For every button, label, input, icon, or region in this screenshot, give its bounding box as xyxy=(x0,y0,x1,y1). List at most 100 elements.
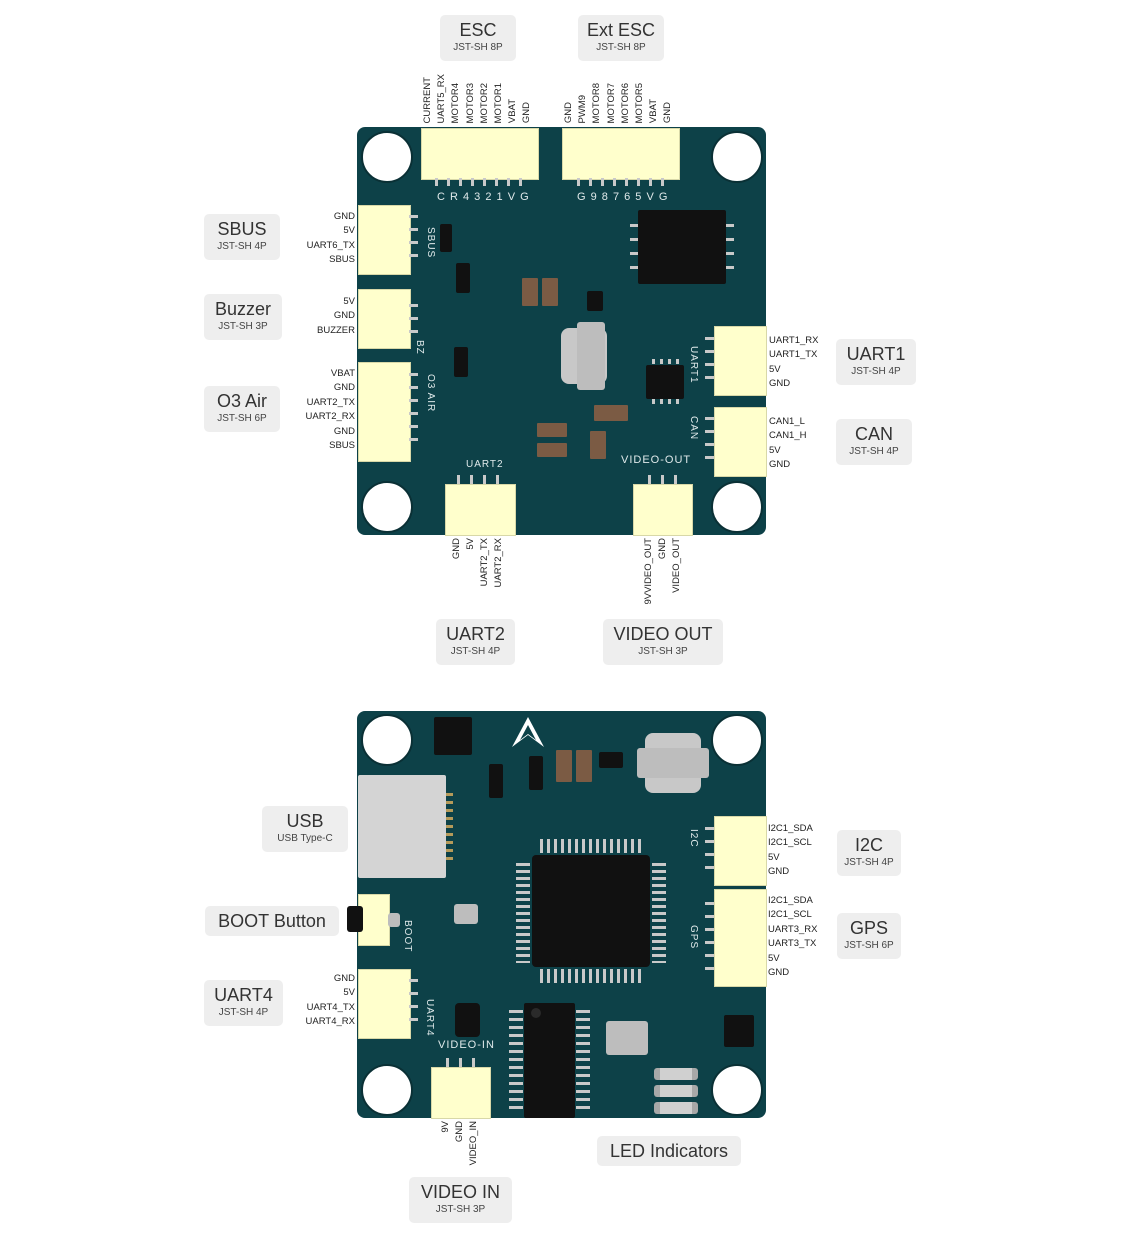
callout-title: UART1 xyxy=(846,344,906,364)
uart1-silk-label: UART1 xyxy=(688,346,699,384)
mount-hole xyxy=(711,131,763,183)
callout-title: SBUS xyxy=(217,219,267,239)
callout-title: CAN xyxy=(854,424,893,444)
ext-esc-pin-label: VBAT xyxy=(648,98,660,123)
callout-title: UART2 xyxy=(446,624,505,644)
led-callout: LED Indicators xyxy=(597,1136,741,1166)
callout-title: GPS xyxy=(849,918,888,938)
gps-silk-label: GPS xyxy=(688,925,699,950)
i2c-silk-label: I2C xyxy=(688,829,699,848)
video-in-pin-label: GND xyxy=(454,1121,465,1143)
boot-button[interactable] xyxy=(347,906,363,932)
uart2-pin-labels: GND 5V UART2_TX UART2_RX xyxy=(451,538,507,592)
mount-hole xyxy=(361,481,413,533)
esc-pin-label: VBAT xyxy=(507,98,519,123)
top-ic-chip xyxy=(638,210,726,284)
uart4-pin-labels: GND 5V UART4_TX UART4_RX xyxy=(280,972,355,1030)
uart1-callout: UART1 JST-SH 4P xyxy=(836,339,916,385)
callout-title: BOOT Button xyxy=(218,911,326,931)
inductor-cap xyxy=(577,322,605,390)
i2c-pin-label: I2C1_SDA xyxy=(768,823,813,834)
mount-hole xyxy=(361,714,413,766)
esc-pin-label: MOTOR2 xyxy=(478,82,490,123)
o3air-pin-label: VBAT xyxy=(330,368,355,379)
callout-title: ESC xyxy=(459,20,497,40)
o3air-callout: O3 Air JST-SH 6P xyxy=(204,386,280,432)
sbus-pin-label: UART6_TX xyxy=(306,239,355,251)
uart2-pin-label: 5V xyxy=(465,538,476,550)
video-in-callout: VIDEO IN JST-SH 3P xyxy=(409,1177,512,1223)
video-in-silk-label: VIDEO-IN xyxy=(438,1039,495,1051)
video-out-pin-label: GND xyxy=(657,538,668,560)
callout-subtitle: USB Type-C xyxy=(277,833,333,844)
buzzer-callout: Buzzer JST-SH 3P xyxy=(204,294,282,340)
buzzer-pin-label: 5V xyxy=(343,296,355,307)
o3air-pin-labels: VBAT GND UART2_TX UART2_RX GND SBUS xyxy=(280,367,355,453)
callout-subtitle: JST-SH 4P xyxy=(218,1007,269,1018)
callout-subtitle: JST-SH 3P xyxy=(638,646,688,657)
capacitor xyxy=(576,750,592,782)
video-out-pin-label: 9VVIDEO_OUT xyxy=(643,538,654,605)
ext-esc-pin-label: MOTOR5 xyxy=(633,82,645,123)
callout-subtitle: JST-SH 3P xyxy=(218,321,268,332)
transistor xyxy=(454,347,468,377)
gps-connector xyxy=(714,889,767,987)
uart1-pin-label: GND xyxy=(769,378,791,390)
callout-title: O3 Air xyxy=(216,391,268,411)
uart4-pin-label: GND xyxy=(333,973,355,984)
uart1-connector xyxy=(714,326,767,396)
gps-pin-label: UART3_TX xyxy=(768,938,817,950)
uart4-connector xyxy=(358,969,411,1039)
can-pin-label: CAN1_H xyxy=(769,430,807,442)
esc-silk-label: C R 4 3 2 1 V G xyxy=(437,191,530,203)
led-indicator xyxy=(654,1085,698,1097)
mcu-right-pins xyxy=(652,863,666,963)
sbus-pin-label: GND xyxy=(333,211,355,222)
gps-pin-label: UART3_RX xyxy=(768,923,818,935)
buzzer-pin-label: BUZZER xyxy=(317,324,355,336)
callout-title: VIDEO IN xyxy=(420,1182,500,1202)
capacitor xyxy=(537,443,567,457)
osd-chip xyxy=(524,1003,575,1118)
mount-hole xyxy=(361,131,413,183)
usb-callout: USB USB Type-C xyxy=(262,806,348,852)
gps-pin-label: I2C1_SDA xyxy=(768,895,813,906)
video-in-transistor xyxy=(455,1003,480,1037)
capacitor xyxy=(537,423,567,437)
esc-pin-label: CURRENT xyxy=(422,76,433,123)
buzzer-pin-label: GND xyxy=(333,310,355,322)
i2c-pin-label: 5V xyxy=(768,851,780,863)
callout-subtitle: JST-SH 4P xyxy=(851,366,901,377)
callout-title: LED Indicators xyxy=(609,1141,729,1161)
o3air-pin-label: GND xyxy=(333,382,355,394)
uart2-connector xyxy=(445,484,516,536)
capacitor xyxy=(522,278,538,306)
uart4-pin-label: UART4_RX xyxy=(305,1016,355,1028)
esc-pin-label: MOTOR1 xyxy=(492,82,504,123)
video-in-pin-label: 9V xyxy=(440,1121,451,1133)
gps-callout: GPS JST-SH 6P xyxy=(837,913,901,959)
video-in-pin-labels: 9V GND VIDEO_IN xyxy=(440,1121,482,1165)
sbus-pin-labels: GND 5V UART6_TX SBUS xyxy=(280,210,355,268)
callout-title: UART4 xyxy=(214,985,273,1005)
boot-callout: BOOT Button xyxy=(205,906,339,936)
callout-subtitle: JST-SH 6P xyxy=(217,413,267,424)
ext-esc-pin-label: MOTOR7 xyxy=(605,82,617,123)
led-indicator xyxy=(654,1102,698,1114)
o3air-pin-label: GND xyxy=(333,425,355,437)
o3air-pin-label: UART2_RX xyxy=(305,411,355,423)
callout-title: VIDEO OUT xyxy=(613,624,713,644)
i2c-pin-label: GND xyxy=(768,866,790,878)
can-pin-label: GND xyxy=(769,459,791,471)
esc-callout: ESC JST-SH 8P xyxy=(440,15,516,61)
switch-pad xyxy=(454,904,478,924)
video-out-pin-label: VIDEO_OUT xyxy=(671,538,682,593)
i2c-callout: I2C JST-SH 4P xyxy=(837,830,901,876)
uart2-pin-label: UART2_TX xyxy=(479,538,490,587)
ext-esc-pin-labels: GND PWM9 MOTOR8 MOTOR7 MOTOR6 MOTOR5 VBA… xyxy=(563,60,677,123)
uart2-callout: UART2 JST-SH 4P xyxy=(436,619,515,665)
i2c-pin-label: I2C1_SCL xyxy=(768,837,812,849)
transistor xyxy=(529,756,543,790)
o3air-pin-label: UART2_TX xyxy=(306,396,355,408)
crystal xyxy=(606,1021,648,1055)
